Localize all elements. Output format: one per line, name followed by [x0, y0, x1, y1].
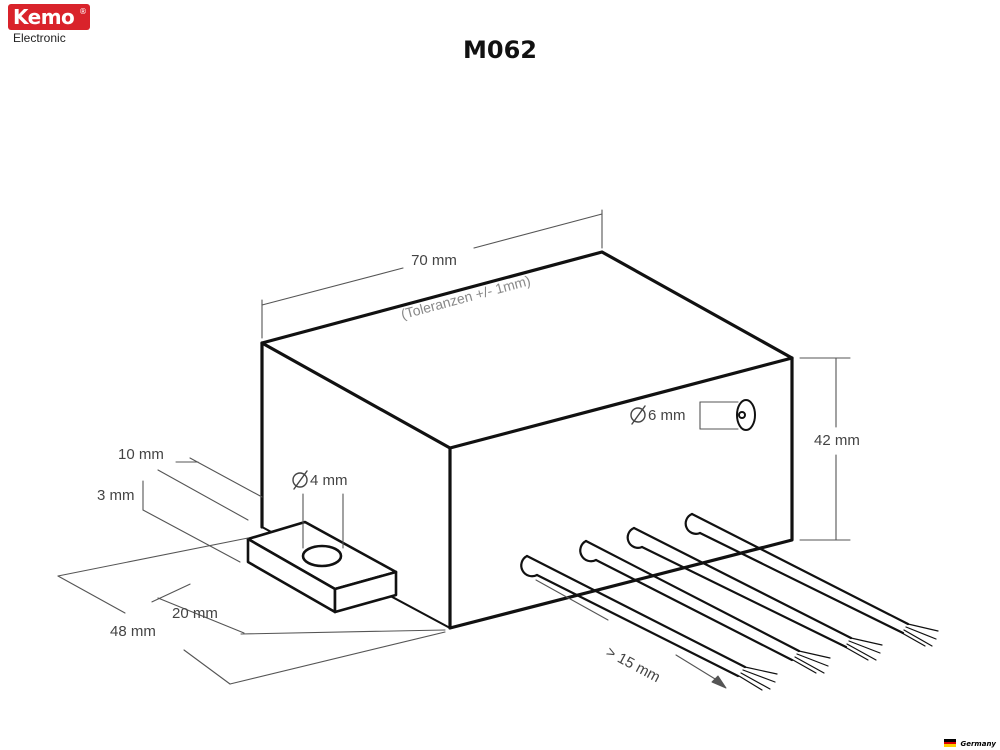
kemo-logo: Kemo ® Electronic	[8, 4, 94, 46]
wire-2	[579, 539, 831, 674]
outlet-hole	[736, 399, 756, 431]
diameter-symbols	[292, 405, 646, 490]
housing-outline	[260, 250, 794, 630]
tab-thickness-label: 3 mm	[97, 487, 135, 504]
wire-length-label: > 15 mm	[603, 644, 663, 687]
tab-length-label: 10 mm	[118, 446, 164, 463]
mount-hole-label: 4 mm	[310, 472, 348, 489]
logo-badge	[8, 4, 90, 30]
wires	[520, 512, 939, 691]
model-title: M062	[463, 36, 537, 64]
country-badge: Germany	[960, 740, 996, 748]
wire-4	[684, 512, 939, 647]
outlet-hole-label: 6 mm	[648, 407, 686, 424]
wire-1	[520, 554, 778, 691]
tab-width-label: 20 mm	[172, 605, 218, 622]
wire-length-arrowhead	[711, 675, 727, 689]
depth-label: 48 mm	[110, 623, 156, 640]
registered-mark: ®	[79, 7, 87, 16]
mounting-tab	[246, 520, 398, 614]
logo-subtitle: Electronic	[13, 31, 66, 45]
length-label: 70 mm	[411, 252, 457, 269]
logo-brand-text: Kemo	[13, 5, 75, 29]
height-label: 42 mm	[814, 432, 860, 449]
wire-3	[626, 526, 883, 661]
germany-flag-icon	[944, 739, 956, 747]
dimension-lines	[57, 209, 851, 685]
